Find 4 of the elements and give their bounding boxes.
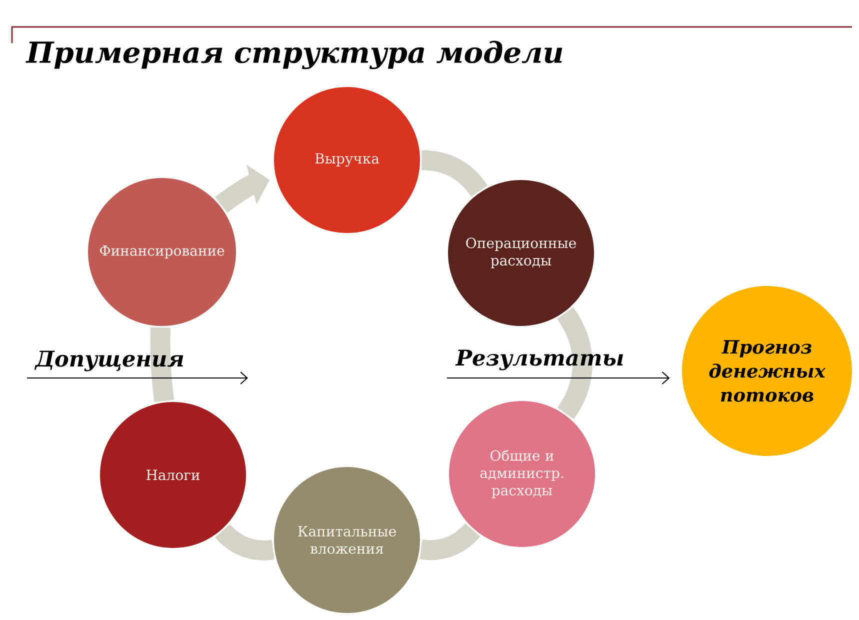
arrow [447, 372, 670, 384]
title: Примерная структура модели [26, 40, 562, 70]
edge-label: Результаты [455, 350, 623, 370]
label-text: Допущения [34, 350, 184, 372]
